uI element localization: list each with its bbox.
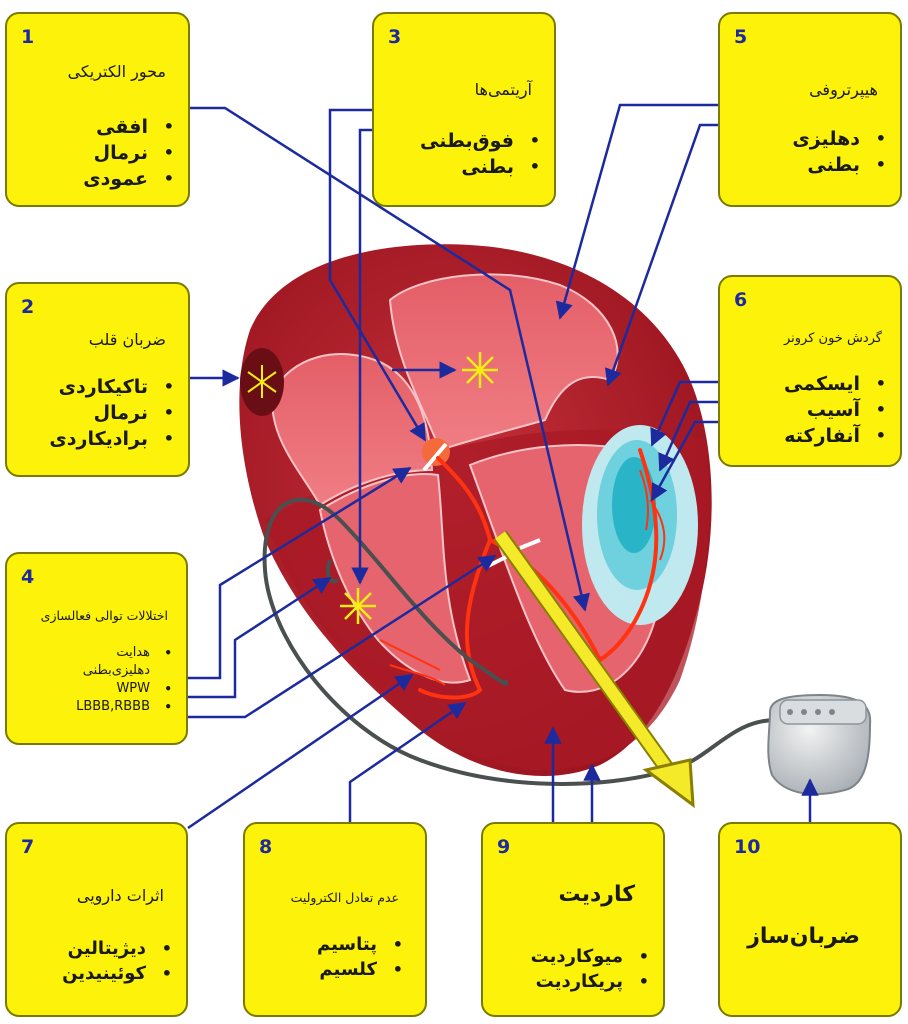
box-heart-rate: 2 ضربان قلب تاکیکاردی نرمال برادیکاردی [5, 282, 190, 477]
box-items: افقی نرمال عمودی [83, 114, 174, 192]
list-item: نرمال [83, 140, 174, 166]
list-item: ایسکمی [784, 371, 886, 397]
ectopic-star-lower [340, 588, 376, 624]
list-item: آنفارکته [784, 423, 886, 449]
list-item: دیژیتالین [62, 936, 172, 961]
list-item: برادیکاردی [49, 426, 173, 452]
bundle-block-mark-2 [519, 538, 541, 550]
list-item: کلسیم [317, 957, 403, 982]
box-number: 3 [388, 26, 402, 48]
box-activation-sequence: 4 اختلالات توالی فعالسازی هدایت دهلیزی‌ب… [5, 552, 188, 745]
box-items: دهلیزی بطنی [792, 126, 885, 178]
box-carditis: 9 کاردیت میوکاردیت پریکاردیت [481, 822, 665, 1017]
box-title: هیپرتروفی [809, 80, 878, 99]
box-items: ایسکمی آسیب آنفارکته [784, 371, 886, 449]
list-item: دهلیزی [792, 126, 885, 152]
box-items: پتاسیم کلسیم [317, 932, 403, 982]
atrium-left-chamber [270, 353, 434, 507]
box-number: 7 [21, 836, 35, 858]
box-title: اثرات دارویی [76, 886, 164, 905]
box-pacemaker: 10 ضربان‌ساز [718, 822, 902, 1017]
box-items: فوق‌بطنی بطنی [420, 128, 540, 180]
box-number: 8 [259, 836, 273, 858]
box-title: آریتمی‌ها [474, 80, 532, 99]
list-item: فوق‌بطنی [420, 128, 540, 154]
list-item: پتاسیم [317, 932, 403, 957]
box-number: 5 [734, 26, 748, 48]
pacemaker-device [767, 693, 872, 796]
list-item: WPW [70, 680, 172, 698]
av-node [422, 438, 450, 466]
box-title: کاردیت [558, 882, 635, 907]
sa-node-star [247, 365, 277, 398]
list-item: آسیب [784, 397, 886, 423]
box-number: 1 [21, 26, 35, 48]
connector-lines [187, 103, 819, 830]
list-item: میوکاردیت [531, 944, 650, 969]
conduction-branches-lower [379, 469, 666, 686]
box-number: 4 [21, 566, 35, 588]
box-title: ضربان‌ساز [747, 924, 860, 949]
box-number: 2 [21, 296, 35, 318]
list-item: نرمال [49, 400, 174, 426]
ectopic-star-upper [462, 352, 498, 388]
box-number: 6 [734, 289, 748, 311]
box-hypertrophy: 5 هیپرتروفی دهلیزی بطنی [718, 12, 902, 207]
box-coronary-circulation: 6 گردش خون کرونر ایسکمی آسیب آنفارکته [718, 275, 902, 467]
box-title: ضربان قلب [88, 330, 166, 349]
box-drug-effects: 7 اثرات دارویی دیژیتالین کوئینیدین [5, 822, 188, 1017]
list-item: تاکیکاردی [49, 374, 174, 400]
box-items: تاکیکاردی نرمال برادیکاردی [49, 374, 174, 452]
list-item: عمودی [83, 166, 174, 192]
axis-arrow [493, 530, 695, 809]
list-item: LBBB,RBBB [70, 698, 172, 716]
box-title: گردش خون کرونر [783, 331, 882, 346]
list-item: پریکاردیت [531, 969, 650, 994]
list-item: افقی [83, 114, 174, 140]
box-items: دیژیتالین کوئینیدین [62, 936, 172, 986]
box-number: 10 [734, 836, 761, 858]
box-title: محور الکتریکی [67, 62, 166, 81]
list-item: بطنی [420, 154, 540, 180]
box-title: اختلالات توالی فعالسازی [40, 608, 168, 623]
box-arrhythmias: 3 آریتمی‌ها فوق‌بطنی بطنی [372, 12, 556, 207]
box-number: 9 [497, 836, 511, 858]
list-item: کوئینیدین [62, 961, 172, 986]
list-item: هدایت دهلیزی‌بطنی [70, 644, 172, 680]
box-items: میوکاردیت پریکاردیت [531, 944, 650, 994]
box-electrolyte-imbalance: 8 عدم تعادل الکترولیت پتاسیم کلسیم [243, 822, 427, 1017]
box-electrical-axis: 1 محور الکتریکی افقی نرمال عمودی [5, 12, 190, 207]
coronary-ring-inner [612, 457, 656, 553]
box-items: هدایت دهلیزی‌بطنی WPW LBBB,RBBB [70, 644, 172, 716]
av-node-block-mark [422, 442, 448, 472]
box-title: عدم تعادل الکترولیت [290, 890, 399, 905]
list-item: بطنی [792, 152, 885, 178]
